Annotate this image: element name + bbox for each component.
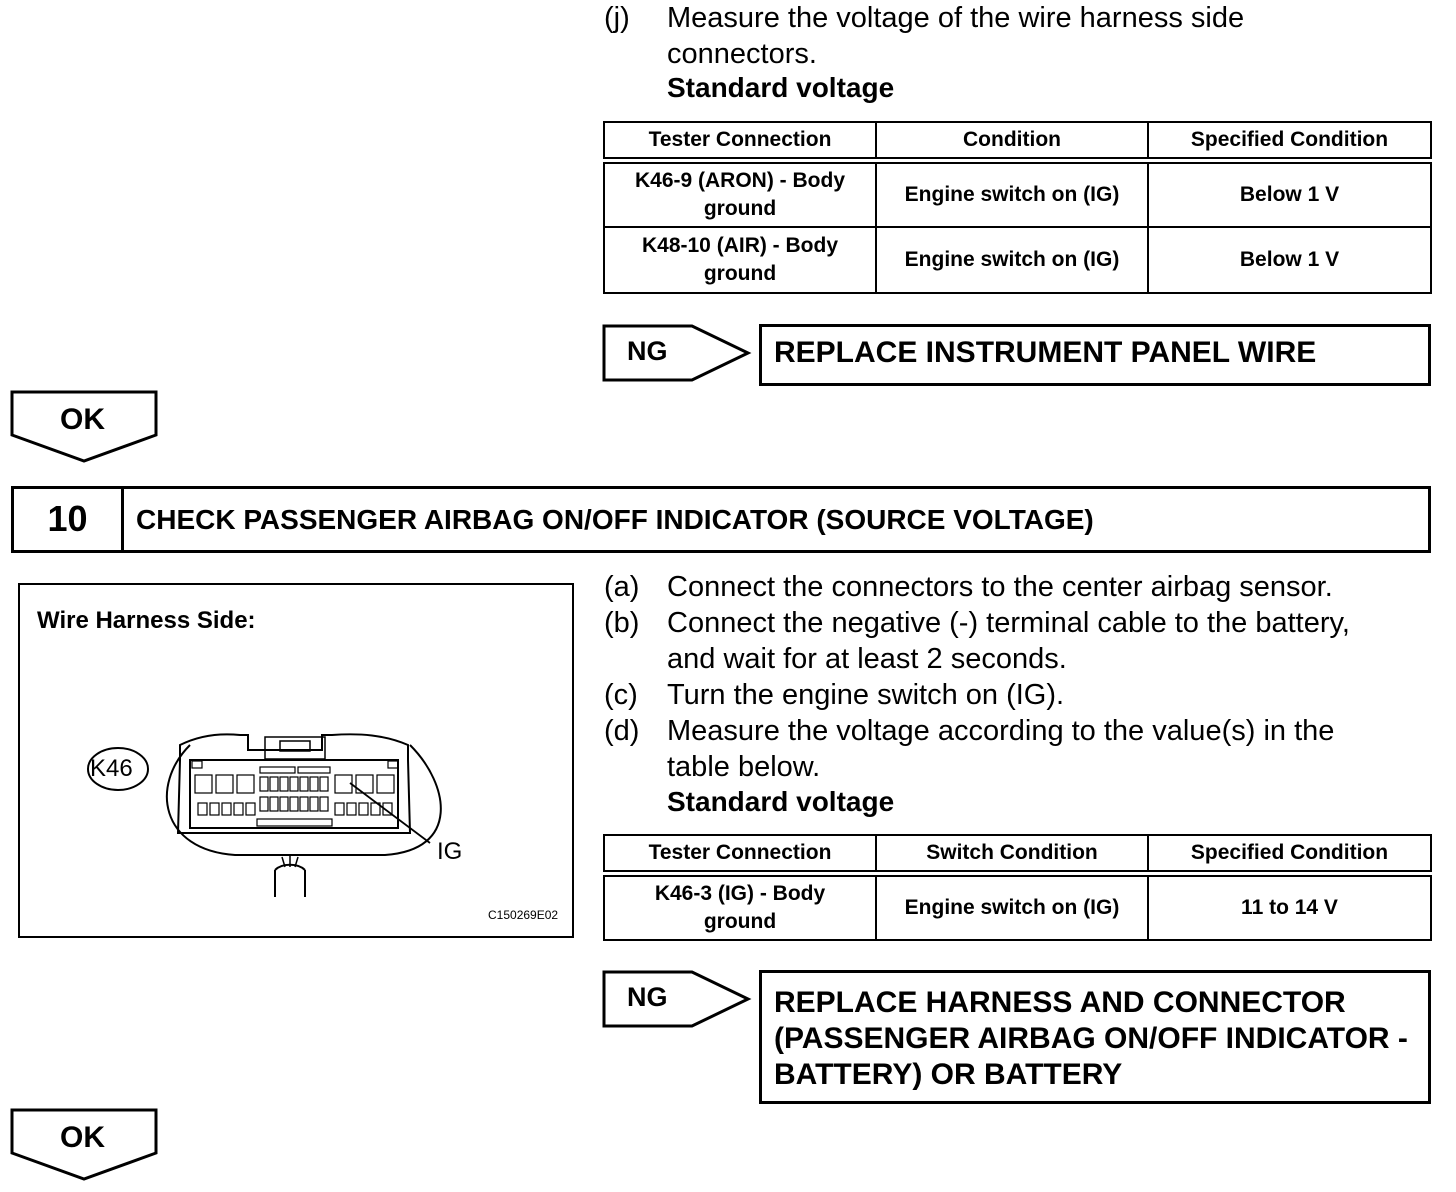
condition-cell: Engine switch on (IG) [875, 159, 1149, 228]
tester-connection-cell: K46-3 (IG) - Body ground [603, 872, 877, 941]
section-number: 10 [14, 489, 124, 550]
standard-voltage-table-2: Tester Connection Switch Condition Speci… [603, 834, 1432, 941]
standard-voltage-table-1: Tester Connection Condition Specified Co… [603, 121, 1432, 294]
ok-label: OK [60, 1121, 105, 1154]
ng-action-box-2: REPLACE HARNESS AND CONNECTOR (PASSENGER… [759, 970, 1431, 1104]
step-text-line1: Measure the voltage of the wire harness … [667, 2, 1245, 34]
step-text-line1: Measure the voltage according to the val… [667, 715, 1335, 747]
step-text-line2: connectors. [667, 38, 817, 70]
step-text-line1: Connect the connectors to the center air… [667, 571, 1333, 603]
step-text-line2: and wait for at least 2 seconds. [667, 643, 1067, 675]
header-specified-condition: Specified Condition [1147, 121, 1432, 164]
header-specified-condition: Specified Condition [1147, 834, 1432, 877]
cell-line: ground [703, 196, 777, 220]
ng-arrow-2 [602, 970, 752, 1028]
ok-arrow-2 [10, 1108, 158, 1181]
connector-diagram [87, 733, 442, 897]
table-row: K48-10 (AIR) - Body ground Engine switch … [603, 225, 1432, 294]
step-d: (d) Measure the voltage according to the… [604, 713, 1424, 785]
section-title: CHECK PASSENGER AIRBAG ON/OFF INDICATOR … [136, 504, 1094, 535]
tester-connection-cell: K46-9 (ARON) - Body ground [603, 159, 877, 228]
condition-cell: Engine switch on (IG) [875, 225, 1149, 294]
header-switch-condition: Switch Condition [875, 834, 1149, 877]
ng-action-box-1: REPLACE INSTRUMENT PANEL WIRE [759, 324, 1431, 386]
step-c: (c) Turn the engine switch on (IG). [604, 677, 1424, 713]
ng-action-text: REPLACE INSTRUMENT PANEL WIRE [774, 336, 1317, 369]
ng-action-line: REPLACE HARNESS AND CONNECTOR [774, 986, 1346, 1019]
cell-line: ground [703, 261, 777, 285]
standard-voltage-heading: Standard voltage [667, 72, 895, 103]
cell-line: K46-9 (ARON) - Body [634, 168, 845, 192]
step-text-line1: Turn the engine switch on (IG). [667, 679, 1065, 711]
cell-line: K46-3 (IG) - Body [654, 881, 826, 905]
table-row: K46-9 (ARON) - Body ground Engine switch … [603, 159, 1432, 228]
terminal-label: IG [437, 838, 463, 865]
header-tester-connection: Tester Connection [603, 121, 877, 164]
table-row: K46-3 (IG) - Body ground Engine switch on… [603, 872, 1432, 941]
header-condition: Condition [875, 121, 1149, 164]
connector-label: K46 [90, 755, 133, 782]
tester-connection-cell: K48-10 (AIR) - Body ground [603, 225, 877, 294]
ng-action-line: (PASSENGER AIRBAG ON/OFF INDICATOR - [774, 1022, 1408, 1055]
figure-title: Wire Harness Side: [37, 607, 256, 634]
step-label: (j) [604, 2, 630, 34]
cell-line: ground [703, 909, 777, 933]
step-label: (d) [604, 715, 640, 747]
step-a: (a) Connect the connectors to the center… [604, 569, 1424, 605]
section-header: 10 CHECK PASSENGER AIRBAG ON/OFF INDICAT… [11, 486, 1431, 553]
connector-figure: Wire Harness Side: K46 IG C15026 [18, 583, 574, 938]
specified-condition-cell: 11 to 14 V [1147, 872, 1432, 941]
switch-condition-cell: Engine switch on (IG) [875, 872, 1149, 941]
step-text-line1: Connect the negative (-) terminal cable … [667, 607, 1350, 639]
figure-code: C150269E02 [488, 908, 559, 922]
standard-voltage-heading: Standard voltage [667, 786, 895, 817]
ng-arrow-1 [602, 324, 752, 382]
ok-arrow-1 [10, 390, 158, 463]
header-tester-connection: Tester Connection [603, 834, 877, 877]
ng-label: NG [627, 982, 668, 1012]
step-label: (b) [604, 607, 640, 639]
specified-condition-cell: Below 1 V [1147, 225, 1432, 294]
specified-condition-cell: Below 1 V [1147, 159, 1432, 228]
ng-label: NG [627, 336, 668, 366]
step-j: (j) Measure the voltage of the wire harn… [604, 0, 1424, 72]
cell-line: K48-10 (AIR) - Body [641, 233, 839, 257]
step-label: (c) [604, 679, 638, 711]
ok-label: OK [60, 403, 105, 436]
step-text-line2: table below. [667, 751, 821, 783]
step-b: (b) Connect the negative (-) terminal ca… [604, 605, 1424, 677]
step-label: (a) [604, 571, 640, 603]
ng-action-line: BATTERY) OR BATTERY [774, 1058, 1123, 1091]
